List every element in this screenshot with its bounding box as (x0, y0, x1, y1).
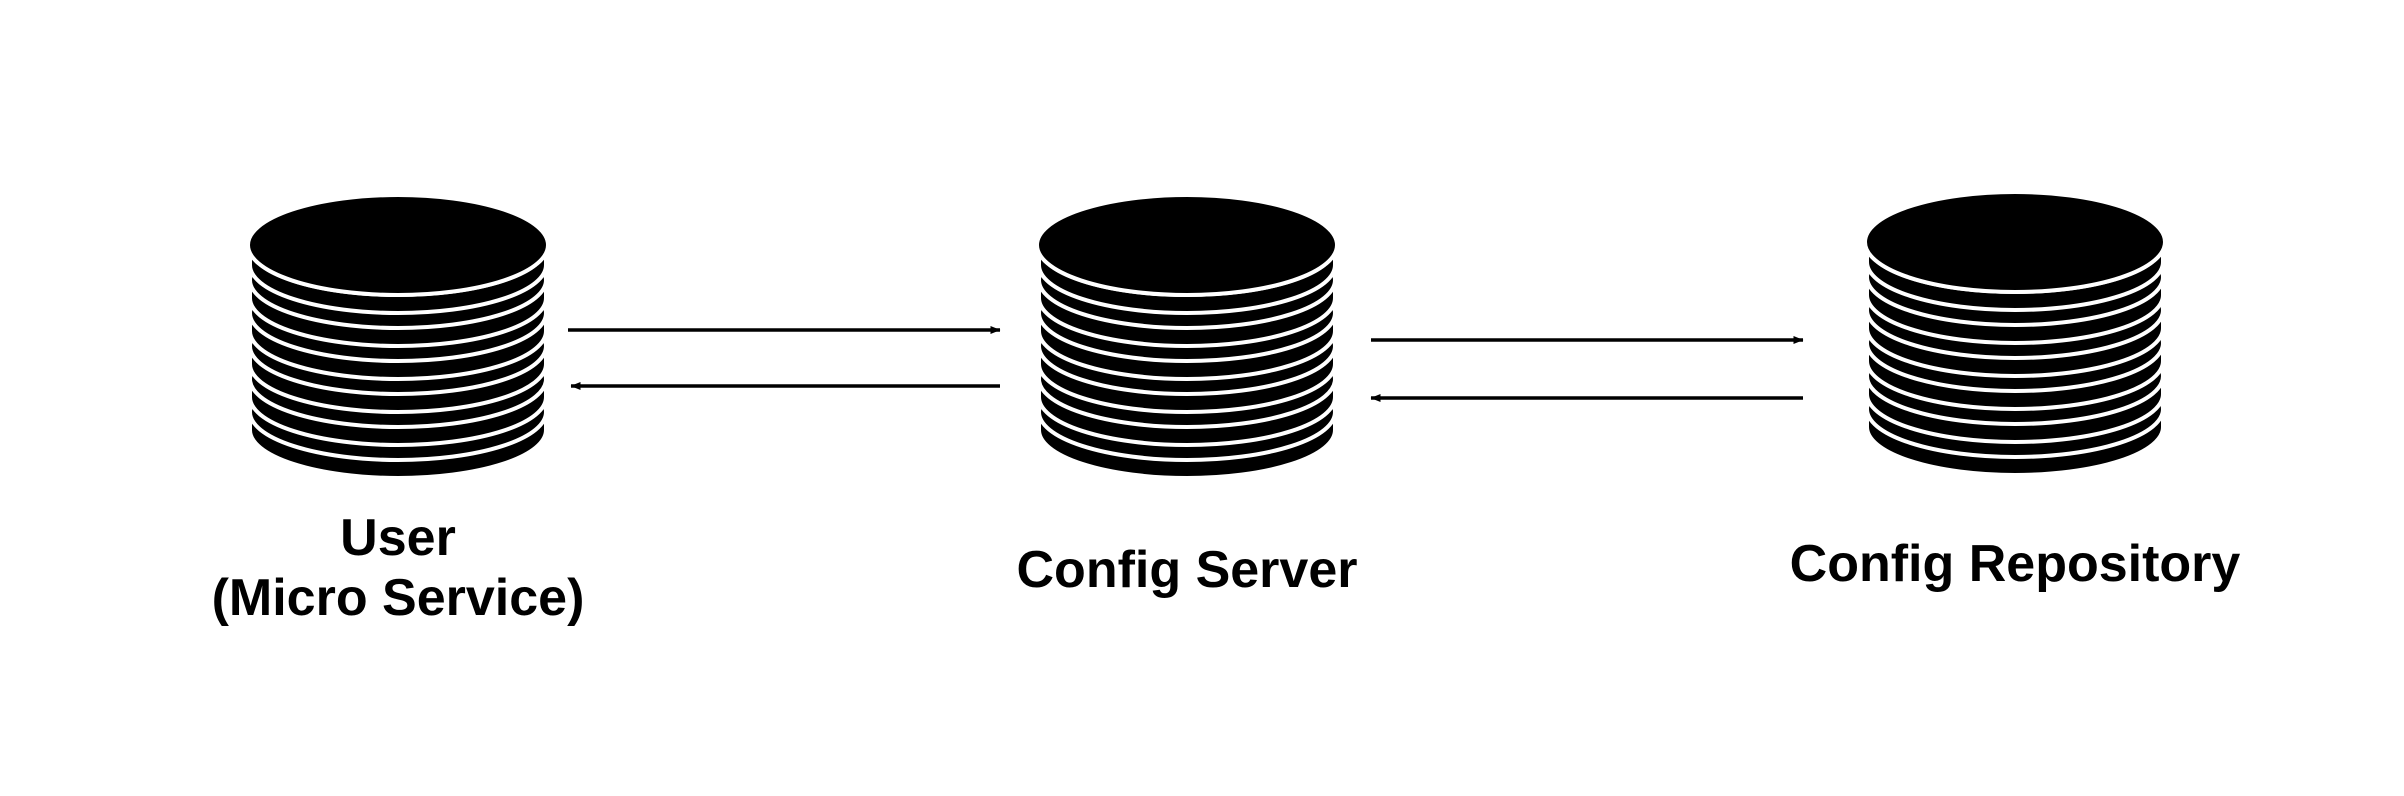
node-label-user: User (Micro Service) (212, 508, 585, 628)
node-label-config-repository: Config Repository (1790, 534, 2241, 594)
node-label-config-server-line-1: Config Server (1016, 541, 1358, 599)
node-label-user-line-1: User (340, 509, 456, 567)
database-icon (1863, 190, 2167, 477)
database-icon (1035, 193, 1339, 480)
database-icon (246, 193, 550, 480)
node-label-user-line-2: (Micro Service) (211, 569, 585, 627)
node-label-config-repository-line-1: Config Repository (1789, 535, 2241, 593)
node-label-config-server: Config Server (1017, 540, 1358, 600)
